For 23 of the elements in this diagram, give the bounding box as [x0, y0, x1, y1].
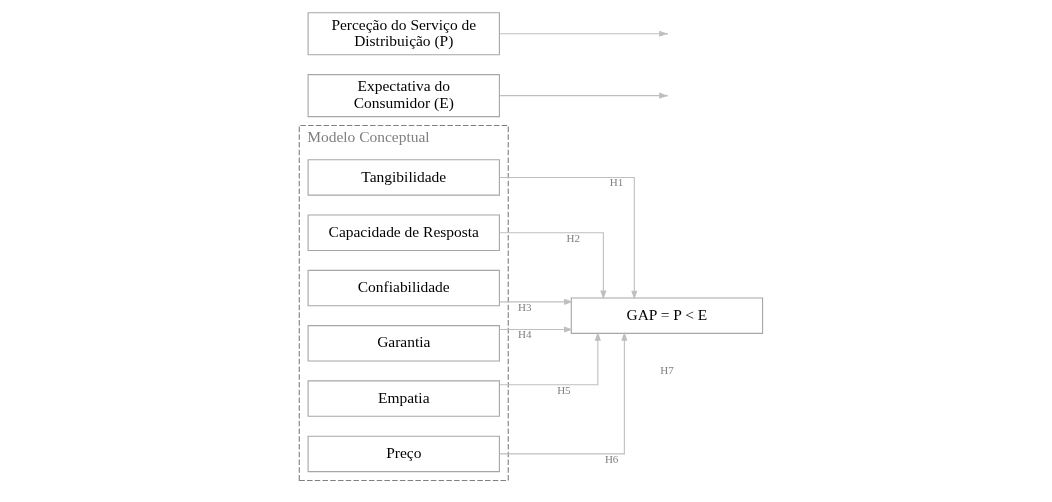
arrow [498, 331, 601, 386]
edge-label: H2 [566, 231, 580, 244]
node-box: Expectativa do Consumidor (E) [307, 74, 500, 118]
edge-label: H4 [517, 328, 532, 341]
arrow [498, 326, 573, 333]
arrow [498, 30, 668, 37]
node-box: Tangibilidade [307, 159, 500, 196]
node-box: Perceção do Serviço de Distribuição (P) [307, 12, 500, 56]
arrow [498, 331, 627, 455]
edge-label: H5 [556, 383, 571, 396]
arrow [498, 298, 573, 305]
edge-label: H6 [604, 452, 618, 465]
edge-label: H1 [609, 176, 623, 189]
arrow [498, 176, 637, 300]
node-box: Capacidade de Resposta [307, 214, 500, 251]
node-label: H7 [659, 363, 674, 376]
node-box: Preço [307, 435, 500, 473]
node-box: Empatia [307, 380, 500, 417]
edge-label: H3 [517, 300, 532, 313]
node-box: GAP = P < E [570, 297, 763, 334]
arrow [498, 232, 606, 300]
node-box: Garantia [307, 325, 500, 362]
node-box: Confiabilidade [307, 269, 500, 307]
